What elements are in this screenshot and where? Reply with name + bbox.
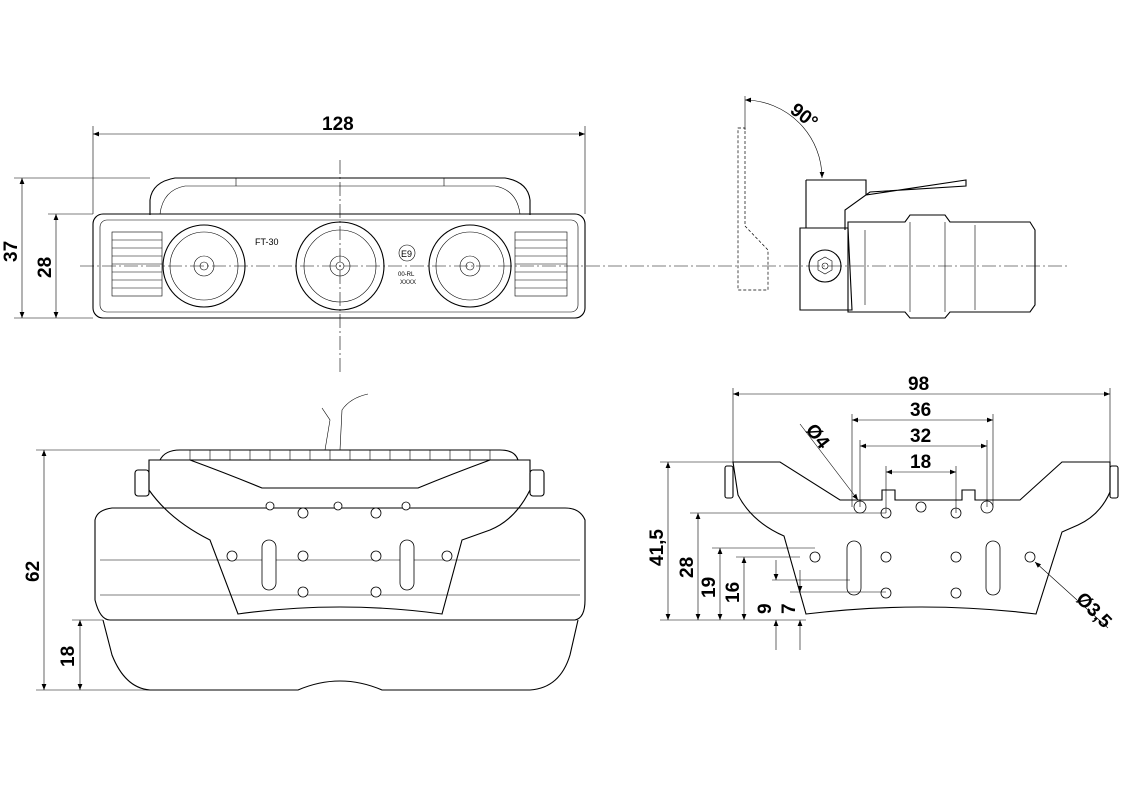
front-dimensions: 128 37 28 <box>1 114 586 319</box>
dim-rear-height-total: 62 <box>23 561 44 582</box>
plate-holes <box>809 500 1036 599</box>
dim-plate-h9: 9 <box>755 603 776 614</box>
dim-hole-diameter-35: Ø3,5 <box>1071 589 1115 633</box>
dim-hole-diameter-4: Ø4 <box>801 420 833 453</box>
dim-plate-width: 98 <box>908 374 929 395</box>
rear-dimensions: 62 18 <box>23 449 160 691</box>
dim-plate-span-outer: 36 <box>910 400 931 421</box>
dim-plate-span-mid: 32 <box>910 426 931 447</box>
rear-plate-holes <box>226 501 453 598</box>
front-view: FT-30 E9 00-RL XXXX <box>80 160 1068 372</box>
side-view: 90° <box>737 96 1036 319</box>
approval-sub-1: 00-RL <box>398 272 415 278</box>
dim-plate-span-inner: 18 <box>910 452 931 473</box>
approval-mark: E9 <box>401 249 412 259</box>
dim-side-angle: 90° <box>786 99 822 133</box>
part-code-marking: FT-30 <box>255 237 279 247</box>
plate-view <box>724 461 1119 615</box>
dim-plate-h7: 7 <box>779 603 800 614</box>
dim-plate-h16: 16 <box>723 582 744 603</box>
dim-plate-h28: 28 <box>677 557 698 578</box>
approval-mark-circle <box>398 244 416 262</box>
dim-rear-height-base: 18 <box>58 646 79 667</box>
dim-plate-h19: 19 <box>699 577 720 598</box>
dim-plate-height: 41,5 <box>647 529 668 566</box>
dim-front-height-total: 37 <box>1 241 22 262</box>
approval-sub-2: XXXX <box>400 280 416 286</box>
rear-view <box>94 393 586 691</box>
dim-front-height-lens: 28 <box>35 257 56 278</box>
dim-front-width: 128 <box>322 114 354 135</box>
